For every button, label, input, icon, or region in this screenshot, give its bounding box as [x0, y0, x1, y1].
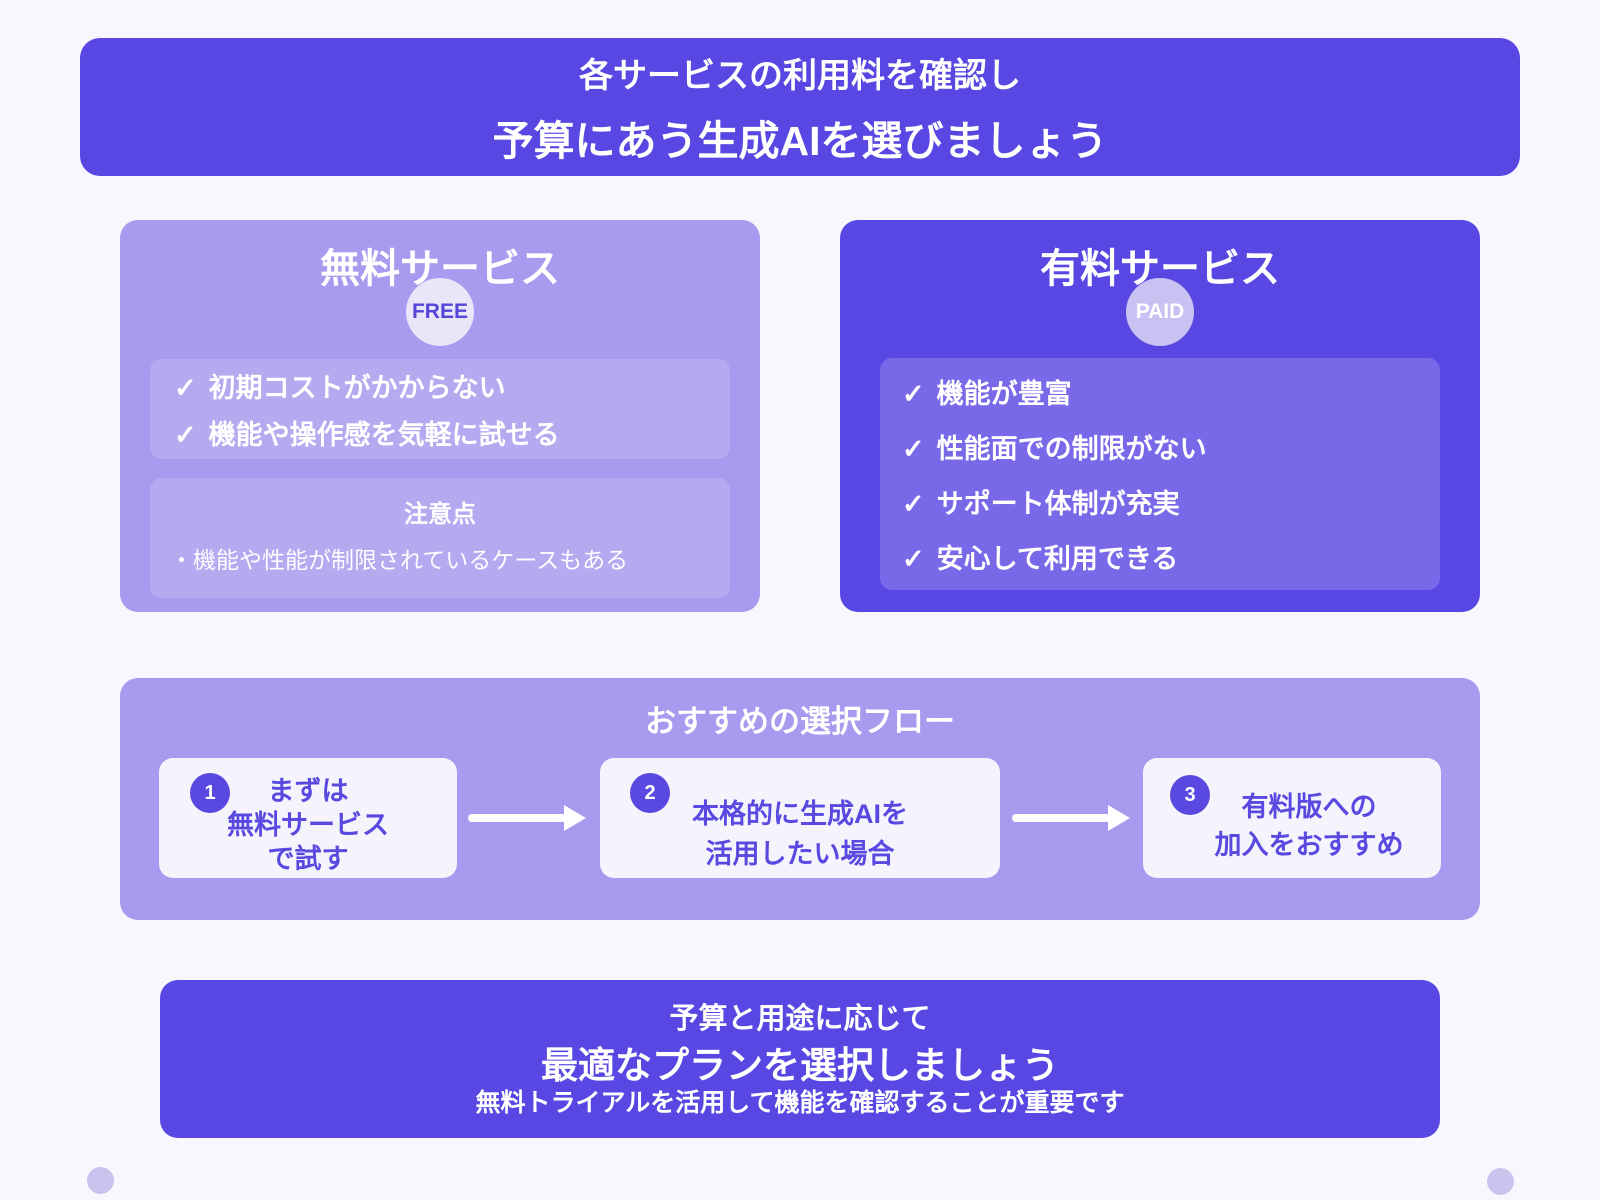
step-1-number-badge: 1: [190, 773, 230, 813]
step-2-number-badge: 2: [630, 773, 670, 813]
free-benefit-row-1: ✓ 初期コストがかからない: [174, 366, 720, 405]
footer-line2: 最適なプランを選択しましょう: [541, 1045, 1059, 1086]
paid-benefit-row-2: ✓ 性能面での制限がない: [902, 427, 1430, 466]
step-1-text: まずは 無料サービス で試す: [159, 774, 457, 876]
flow-title: おすすめの選択フロー: [645, 704, 955, 739]
free-service-card: 無料サービス FREE ✓初期コストがかからない ✓機能や操作感を気軽に試せる …: [120, 220, 760, 612]
caution-box: 注意点 ・機能や性能が制限されているケースもある: [150, 478, 730, 598]
flow-section: おすすめの選択フロー 1 まずは 無料サービス で試す 2 本格的に生成AIを …: [120, 678, 1480, 920]
footer-line3: 無料トライアルを活用して機能を確認することが重要です: [475, 1089, 1125, 1117]
step-2-line-2: 活用したい場合: [705, 839, 895, 869]
paid-benefit-text-3: サポート体制が充実: [936, 489, 1180, 519]
step-1-line-3: で試す: [267, 844, 349, 874]
paid-benefits-box: ✓ 機能が豊富 ✓ 性能面での制限がない ✓ サポート体制が充実 ✓ 安心して利用できる: [880, 358, 1440, 590]
deco-circle-left: [87, 1167, 114, 1194]
header-banner: 各サービスの利用料を確認し 予算にあう生成AIを選びましょう: [80, 38, 1520, 176]
flow-step-3: 3 有料版への 加入をおすすめ: [1143, 758, 1441, 878]
footer-banner: 予算と用途に応じて 最適なプランを選択しましょう 無料トライアルを活用して機能を…: [160, 980, 1440, 1138]
check-icon: ✓: [174, 420, 197, 450]
check-icon: ✓: [174, 373, 197, 403]
step-3-number-badge: 3: [1170, 775, 1210, 815]
free-badge-icon: FREE: [406, 278, 474, 346]
bullet-icon: ・: [170, 547, 193, 573]
paid-benefit-text-1: 機能が豊富: [936, 379, 1072, 409]
arrow-right-icon: [1012, 814, 1110, 822]
free-benefit-text-2: 機能や操作感を気軽に試せる: [208, 420, 560, 450]
free-benefit-row-2: ✓ 機能や操作感を気軽に試せる: [174, 413, 720, 452]
step-2-text: 本格的に生成AIを 活用したい場合: [600, 794, 1000, 874]
paid-benefit-text-4: 安心して利用できる: [936, 544, 1179, 574]
paid-benefit-row-4: ✓ 安心して利用できる: [902, 537, 1430, 576]
caution-item: ・機能や性能が制限されているケースもある: [170, 541, 710, 575]
check-icon: ✓: [902, 489, 925, 519]
flow-step-1: 1 まずは 無料サービス で試す: [159, 758, 457, 878]
deco-circle-right: [1487, 1168, 1514, 1195]
free-benefit-text-1: 初期コストがかからない: [208, 373, 506, 403]
step-3-text: 有料版への 加入をおすすめ: [1143, 788, 1441, 864]
check-icon: ✓: [902, 544, 925, 574]
paid-benefit-text-2: 性能面での制限がない: [936, 434, 1207, 464]
check-icon: ✓: [902, 434, 925, 464]
flow-step-2: 2 本格的に生成AIを 活用したい場合: [600, 758, 1000, 878]
arrow-right-icon: [468, 814, 566, 822]
header-title-line2: 予算にあう生成AIを選びましょう: [492, 117, 1108, 164]
header-title-line1: 各サービスの利用料を確認し: [579, 56, 1021, 95]
paid-service-card: 有料サービス PAID ✓機能が豊富 ✓性能面での制限がない ✓サポート体制が充…: [840, 220, 1480, 612]
paid-benefit-row-1: ✓ 機能が豊富: [902, 372, 1430, 411]
step-1-line-2: 無料サービス: [227, 810, 389, 840]
step-3-line-1: 有料版への: [1241, 792, 1377, 822]
footer-line1: 予算と用途に応じて: [669, 1003, 931, 1035]
paid-badge-icon: PAID: [1126, 278, 1194, 346]
check-icon: ✓: [902, 379, 925, 409]
free-benefits-box: ✓ 初期コストがかからない ✓ 機能や操作感を気軽に試せる: [150, 359, 730, 459]
step-2-line-1: 本格的に生成AIを: [692, 799, 908, 829]
caution-title: 注意点: [404, 501, 476, 528]
step-3-line-2: 加入をおすすめ: [1214, 830, 1404, 860]
caution-item-text: 機能や性能が制限されているケースもある: [193, 547, 629, 573]
step-1-line-1: まずは: [267, 776, 349, 806]
paid-benefit-row-3: ✓ サポート体制が充実: [902, 482, 1430, 521]
